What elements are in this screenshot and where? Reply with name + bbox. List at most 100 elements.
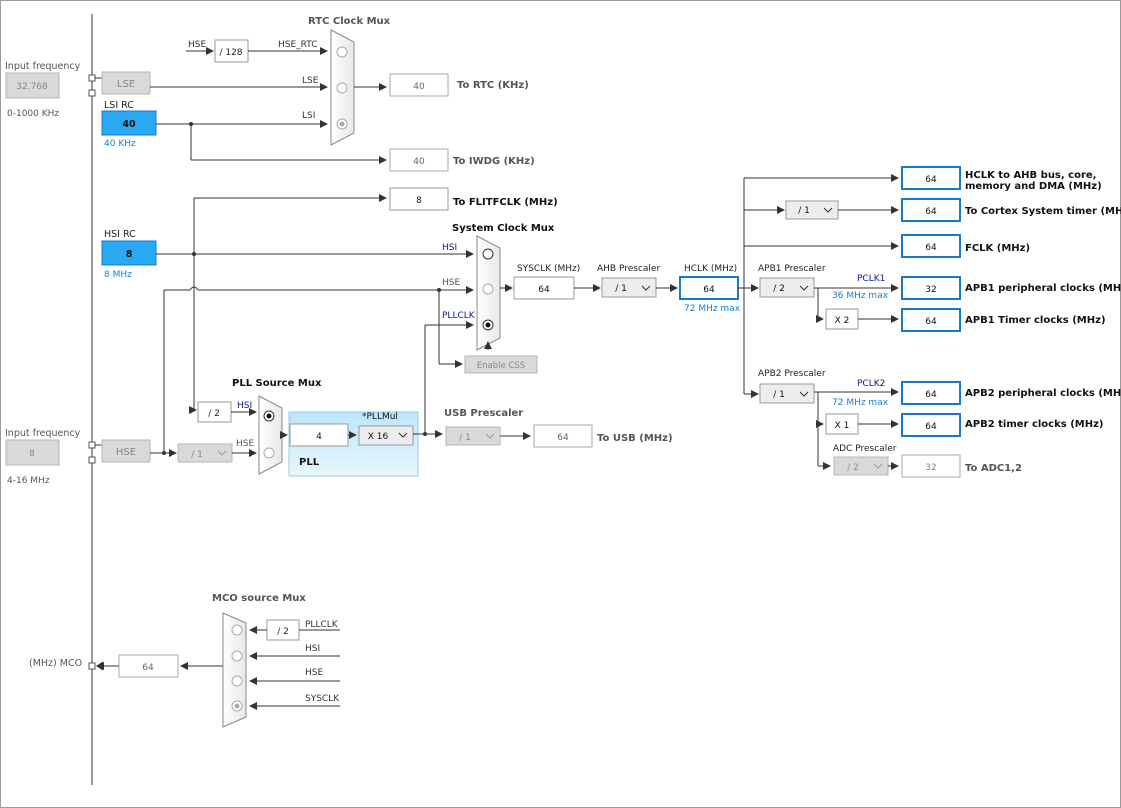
mco-hsi-label: HSI (305, 644, 320, 654)
chevron-down-icon (799, 391, 809, 397)
rtc-mux-radio-hse[interactable] (336, 46, 348, 58)
hsi-rc-value: 8 (126, 249, 133, 260)
sysclk-value: 64 (538, 285, 550, 295)
apb2-timer-output-value: 64 (925, 422, 937, 432)
apb2-peripheral-output-box (901, 381, 961, 405)
rtc-hse-divider-value: / 128 (219, 48, 242, 58)
hclk-value: 64 (703, 285, 715, 295)
apb2-peripheral-output-value: 64 (925, 390, 937, 400)
sysmux-hse-label: HSE (442, 278, 460, 288)
pll-block-label: PLL (299, 457, 320, 468)
apb1-timer-multiplier-value: X 2 (835, 316, 850, 326)
lsi-rc-frequency: 40 KHz (104, 139, 136, 149)
rtc-clock-mux-title: RTC Clock Mux (308, 16, 391, 27)
apb2-timer-output-box (901, 413, 961, 437)
sysmux-radio-hsi[interactable] (482, 248, 494, 260)
usb-output-label: To USB (MHz) (597, 433, 673, 444)
mco-source-mux[interactable] (222, 612, 247, 728)
iwdg-output-label: To IWDG (KHz) (453, 156, 535, 167)
hclk-ahb-output-value: 64 (925, 175, 937, 185)
apb1-max: 36 MHz max (832, 291, 889, 301)
rtc-mux-radio-lse[interactable] (336, 82, 348, 94)
mco-output-value: 64 (142, 663, 154, 673)
usb-output-value: 64 (557, 433, 569, 443)
adc-output-label: To ADC1,2 (965, 463, 1022, 474)
hse-frequency-range: 4-16 MHz (7, 476, 50, 486)
pll-source-mux[interactable] (258, 395, 283, 475)
hse-prediv-value: / 1 (191, 450, 203, 460)
chevron-down-icon (398, 432, 408, 438)
iwdg-output-value: 40 (413, 157, 425, 167)
mco-radio-pllclk[interactable] (231, 624, 243, 636)
hse-pin (88, 456, 96, 464)
mco-radio-hsi[interactable] (231, 650, 243, 662)
hclk-label: HCLK (MHz) (684, 264, 737, 274)
rtc-output-label: To RTC (KHz) (457, 80, 529, 91)
pll-mul-value: X 16 (368, 432, 389, 442)
pll-mul-select[interactable] (358, 425, 414, 446)
pclk1-label: PCLK1 (857, 274, 885, 284)
lse-block[interactable] (101, 71, 151, 95)
rtc-output-box (389, 73, 449, 97)
chevron-down-icon (217, 450, 227, 456)
mco-pllclk-label: PLLCLK (305, 620, 339, 630)
cortex-divider-value: / 1 (798, 206, 810, 216)
pll-hsi-divider-value: / 2 (208, 409, 220, 419)
hse-block[interactable] (101, 439, 151, 463)
ahb-prescaler-label: AHB Prescaler (597, 264, 660, 274)
lse-block-label: LSE (117, 79, 135, 90)
apb2-prescaler-select[interactable] (759, 383, 815, 404)
pll-src-hsi-label: HSI (237, 401, 252, 411)
hclk-ahb-output-label-2: memory and DMA (MHz) (965, 181, 1102, 192)
hsi-rc-title: HSI RC (104, 229, 136, 240)
rtc-lse-label: LSE (302, 76, 319, 86)
mco-source-mux-title: MCO source Mux (212, 593, 306, 604)
usb-output-box (533, 424, 593, 448)
chevron-down-icon (485, 433, 495, 439)
mco-sysclk-label: SYSCLK (305, 694, 340, 704)
apb1-prescaler-label: APB1 Prescaler (758, 264, 826, 274)
mco-radio-hse[interactable] (231, 675, 243, 687)
apb2-prescaler-label: APB2 Prescaler (758, 369, 826, 379)
hsi-rc-block[interactable] (101, 240, 157, 266)
hse-frequency-value: 8 (29, 449, 35, 459)
mco-label: (MHz) MCO (29, 658, 82, 669)
pll-mul-label: *PLLMul (362, 412, 398, 422)
apb1-peripheral-output-box (901, 276, 961, 300)
chevron-down-icon (799, 285, 809, 291)
pll-source-mux-title: PLL Source Mux (232, 378, 322, 389)
adc-prescaler-value: / 2 (847, 463, 859, 473)
flitfclk-output-label: To FLITFCLK (MHz) (453, 197, 558, 208)
adc-output-box (901, 454, 961, 478)
sysmux-pllclk-label: PLLCLK (442, 311, 476, 321)
apb1-timer-output-box (901, 308, 961, 332)
lsi-rc-block[interactable] (101, 110, 157, 136)
sysclk-label: SYSCLK (MHz) (517, 264, 580, 274)
hse-input-frequency-label: Input frequency (5, 428, 81, 439)
fclk-output-value: 64 (925, 243, 937, 253)
enable-css-button[interactable] (464, 355, 538, 374)
fclk-output-label: FCLK (MHz) (965, 243, 1030, 254)
apb1-timer-output-label: APB1 Timer clocks (MHz) (965, 315, 1106, 326)
apb2-max: 72 MHz max (832, 398, 889, 408)
apb2-timer-multiplier-value: X 1 (835, 421, 850, 431)
apb1-peripheral-output-label: APB1 peripheral clocks (MHz) (965, 283, 1121, 294)
pll-src-hse-label: HSE (236, 439, 254, 449)
lse-frequency-value: 32.768 (16, 82, 48, 92)
cortex-output-value: 64 (925, 207, 937, 217)
sysmux-radio-hse[interactable] (482, 283, 494, 295)
enable-css-label: Enable CSS (477, 361, 525, 371)
hse-frequency-input[interactable] (5, 439, 60, 466)
iwdg-output-box (389, 148, 449, 172)
pll-input-value: 4 (316, 432, 322, 442)
apb2-timer-output-label: APB2 timer clocks (MHz) (965, 419, 1103, 430)
rtc-lsi-label: LSI (302, 111, 315, 121)
cortex-output-label: To Cortex System timer (MHz) (965, 206, 1121, 217)
apb1-peripheral-output-value: 32 (925, 285, 936, 295)
rtc-hse-label: HSE (188, 40, 206, 50)
pll-src-radio-hse[interactable] (263, 447, 275, 459)
lse-frequency-input[interactable] (5, 72, 60, 99)
pclk2-label: PCLK2 (857, 379, 885, 389)
